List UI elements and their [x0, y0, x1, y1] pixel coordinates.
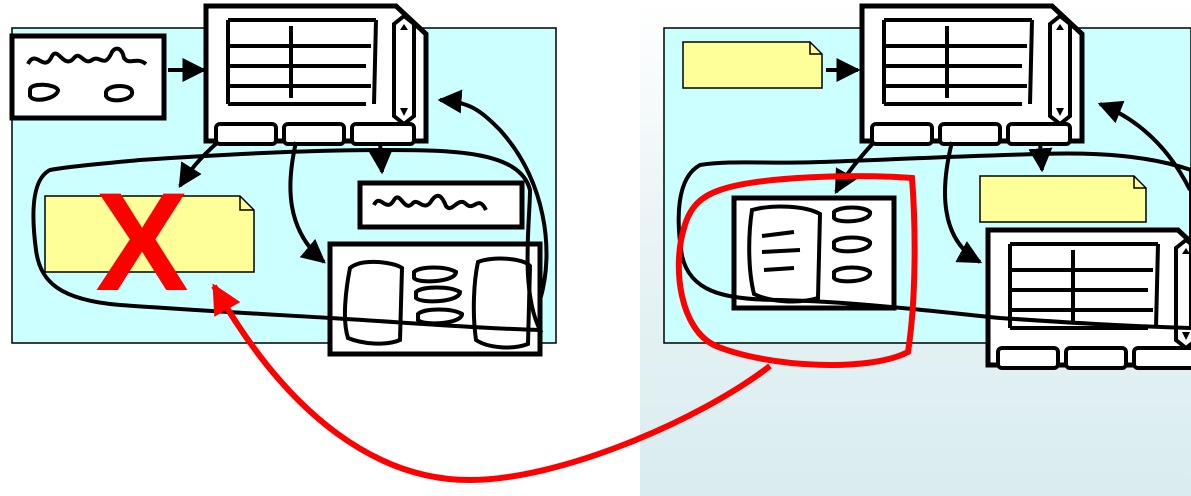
scribble-card-icon — [357, 180, 525, 230]
sticky-note-icon — [682, 41, 823, 89]
scribble-card-icon — [9, 33, 167, 121]
highlight-outline — [675, 173, 918, 368]
list-window-icon — [862, 6, 1082, 144]
layout-sketch-icon — [327, 241, 543, 357]
layout-sketch-icon — [731, 195, 897, 311]
left-panel: X — [9, 6, 557, 357]
sticky-note-icon — [979, 175, 1147, 223]
list-window-icon — [988, 230, 1191, 368]
migration-arrow — [211, 283, 772, 484]
red-cross-icon: X — [95, 163, 188, 320]
right-panel — [663, 6, 1191, 368]
loop-boundary — [676, 151, 1191, 331]
list-window-icon — [206, 6, 426, 144]
loop-boundary — [31, 147, 544, 333]
sticky-note-icon — [44, 195, 255, 273]
